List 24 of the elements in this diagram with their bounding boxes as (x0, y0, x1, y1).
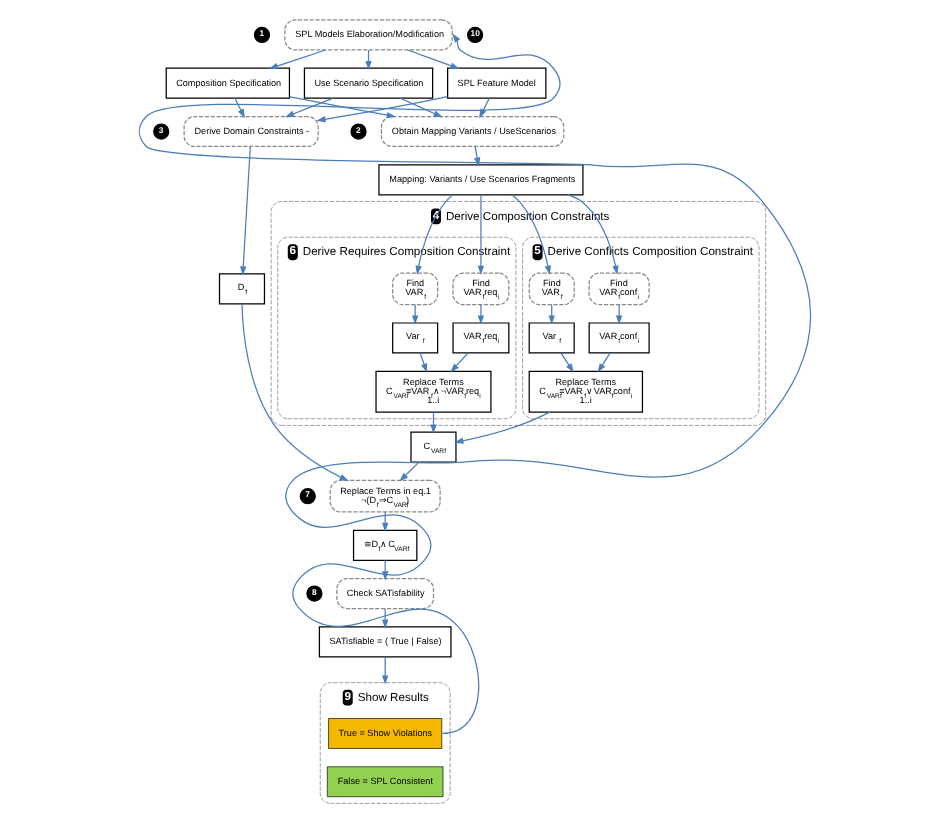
arrow (380, 656, 388, 685)
arrow (476, 194, 484, 275)
arrow (453, 411, 550, 444)
arrow (137, 33, 811, 735)
arrow (418, 352, 427, 373)
arrow (267, 49, 326, 69)
arrow (559, 352, 573, 373)
arrow (239, 146, 250, 276)
arrow (406, 49, 459, 69)
arrow (449, 352, 468, 373)
arrow (476, 304, 484, 325)
arrow (414, 194, 453, 275)
arrow (472, 145, 480, 167)
arrow (288, 96, 395, 119)
arrow (398, 461, 419, 482)
arrow (240, 303, 348, 482)
arrow (614, 304, 622, 325)
arrow (510, 194, 551, 275)
arrow (398, 97, 442, 118)
arrow (284, 97, 333, 118)
arrow (315, 96, 448, 123)
arrow (596, 352, 610, 373)
arrow (566, 194, 618, 275)
arrow (478, 97, 489, 119)
